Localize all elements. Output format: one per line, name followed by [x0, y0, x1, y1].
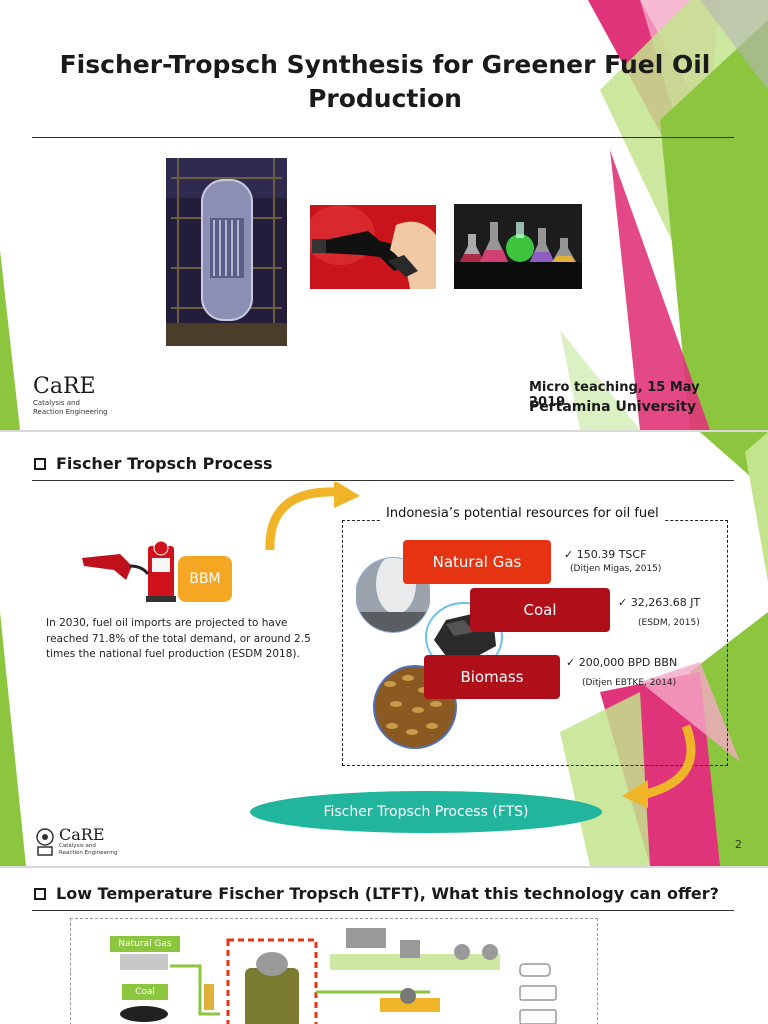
checkbox-bullet-icon [34, 457, 46, 470]
ltft-diagram-box [70, 918, 598, 1024]
section-title: Fischer Tropsch Process [34, 454, 273, 473]
slide-separator [0, 866, 768, 868]
section-divider [32, 480, 734, 481]
natural-gas-value: ✓ 150.39 TSCF [564, 548, 647, 561]
care-logo: CaRE Catalysis and Reaction Engineering [33, 374, 108, 416]
ltft-slide: Low Temperature Fischer Tropsch (LTFT), … [0, 868, 768, 1024]
institution-label: Pertamina University [529, 399, 697, 415]
slide-separator [0, 430, 768, 432]
coal-label: Coal [122, 984, 168, 1000]
fuel-nozzle-photo [310, 205, 436, 289]
event-label: Micro teaching, 15 May 2019 [529, 380, 700, 410]
section-divider [32, 910, 734, 911]
curved-arrow-icon [265, 482, 360, 551]
coal-source: (ESDM, 2015) [638, 618, 700, 628]
fischer-tropsch-process-slide: Fischer Tropsch Process BBM In 2030, fue… [0, 432, 768, 866]
curved-arrow-icon [622, 724, 696, 808]
natural-gas-pill: Natural Gas [403, 540, 551, 584]
care-emblem-icon [36, 827, 54, 856]
resources-title: Indonesia’s potential resources for oil … [380, 506, 665, 521]
chemistry-flasks-photo [454, 204, 582, 289]
care-logo: CaRE Catalysis and Reaction Engineering [34, 826, 118, 857]
presentation-title: Fischer-Tropsch Synthesis for Greener Fu… [59, 50, 711, 113]
title-slide: Fischer-Tropsch Synthesis for Greener Fu… [0, 0, 768, 430]
biomass-source: (Ditjen EBTKE, 2014) [582, 678, 677, 688]
decorative-triangles [0, 0, 768, 430]
biomass-value: ✓ 200,000 BPD BBN [566, 656, 678, 669]
fts-ellipse: Fischer Tropsch Process (FTS) [250, 791, 602, 833]
page-number: 2 [735, 838, 742, 851]
title-divider [32, 137, 734, 138]
fuel-pump-icon [82, 540, 176, 602]
ltft-process-diagram [120, 928, 557, 1024]
coal-value: ✓ 32,263.68 JT [618, 596, 701, 609]
reactor-photo [166, 158, 287, 346]
decorative-triangles [0, 432, 768, 866]
biomass-pill: Biomass [424, 655, 560, 699]
checkbox-bullet-icon [34, 887, 46, 900]
natural-gas-source: (Ditjen Migas, 2015) [570, 564, 662, 574]
bbm-badge: BBM [178, 556, 232, 602]
fuel-import-paragraph: In 2030, fuel oil imports are projected … [46, 617, 311, 660]
section-title: Low Temperature Fischer Tropsch (LTFT), … [34, 884, 719, 903]
natural-gas-label: Natural Gas [110, 936, 180, 952]
coal-pill: Coal [470, 588, 610, 632]
